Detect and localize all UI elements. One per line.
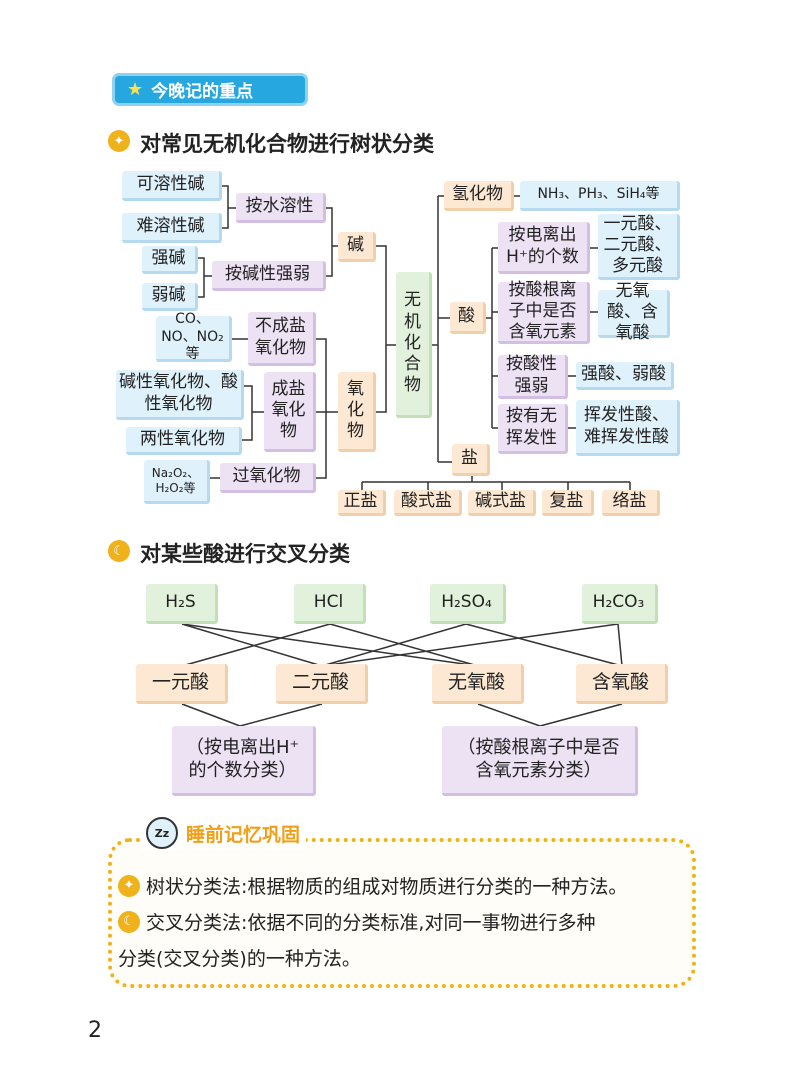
acid-h2so4: H₂SO₄ (430, 584, 506, 624)
peroxide-box: 过氧化物 (220, 463, 316, 493)
salt-type-normal: 正盐 (338, 490, 386, 516)
insoluble-base-box: 难溶性碱 (122, 213, 222, 243)
base-box: 碱 (338, 232, 376, 262)
hydride-example: NH₃、PH₃、SiH₄等 (520, 181, 680, 211)
peroxide-example: Na₂O₂、H₂O₂等 (144, 460, 210, 504)
moon-icon: ☾ (118, 910, 140, 933)
stars-icon: ✦ (108, 130, 130, 152)
non-salt-oxide-example: CO、NO、NO₂等 (156, 311, 232, 362)
memo-title: Zz 睡前记忆巩固 (140, 816, 307, 850)
by-h-ion-box: 按电离出H⁺的个数 (498, 222, 590, 274)
memo-line-3: 分类(交叉分类)的一种方法。 (118, 944, 361, 971)
acid-h2s: H₂S (146, 584, 218, 624)
section-banner: ★ 今晚记的重点 (112, 73, 308, 106)
by-acid-strength-box: 按酸性强弱 (498, 354, 568, 399)
soluble-base-box: 可溶性碱 (122, 171, 222, 201)
oxide-box: 氧化物 (338, 372, 376, 452)
stars-icon: ✦ (118, 874, 140, 897)
salt-type-double: 复盐 (542, 490, 594, 516)
memo-line-3-text: 分类(交叉分类)的一种方法。 (118, 948, 361, 970)
class-monoprotic: 一元酸 (136, 664, 228, 704)
volatility-box: 挥发性酸、难挥发性酸 (576, 400, 680, 456)
weak-base-box: 弱碱 (142, 283, 198, 311)
acid-box: 酸 (450, 302, 486, 334)
sleep-icon: Zz (146, 817, 178, 849)
salt-type-complex: 络盐 (602, 490, 660, 516)
memo-line-2: ☾ 交叉分类法:依据不同的分类标准,对同一事物进行多种 (118, 908, 595, 935)
memo-box (108, 838, 696, 988)
hydride-box: 氢化物 (444, 181, 514, 211)
basic-acidic-oxide-box: 碱性氧化物、酸性氧化物 (116, 370, 244, 420)
acid-basicity-box: 一元酸、二元酸、多元酸 (598, 214, 680, 280)
root-inorganic-compound: 无机化合物 (396, 272, 432, 418)
class-diprotic: 二元酸 (276, 664, 368, 704)
strong-base-box: 强碱 (142, 246, 198, 274)
section1-heading: 对常见无机化合物进行树状分类 (140, 132, 434, 156)
salt-type-basic: 碱式盐 (468, 490, 536, 516)
memo-line-1: ✦ 树状分类法:根据物质的组成对物质进行分类的一种方法。 (118, 872, 627, 899)
page-number: 2 (88, 1018, 102, 1043)
non-salt-oxide-box: 不成盐氧化物 (248, 312, 316, 366)
criterion-oxygen: （按酸根离子中是否含氧元素分类） (442, 726, 638, 796)
by-volatility-box: 按有无挥发性 (498, 404, 568, 454)
acid-hcl: HCl (294, 584, 366, 624)
by-base-strength-box: 按碱性强弱 (212, 261, 326, 291)
memo-line-2-text: 交叉分类法:依据不同的分类标准,对同一事物进行多种 (146, 912, 596, 934)
amphoteric-oxide-box: 两性氧化物 (126, 427, 242, 455)
salt-forming-oxide-box: 成盐氧化物 (264, 372, 316, 452)
acid-h2co3: H₂CO₃ (582, 584, 658, 624)
star-icon: ★ (127, 79, 144, 100)
memo-line-1-text: 树状分类法:根据物质的组成对物质进行分类的一种方法。 (146, 876, 628, 898)
criterion-h-ion: （按电离出H⁺的个数分类） (172, 726, 316, 796)
section2-heading: 对某些酸进行交叉分类 (140, 542, 350, 566)
by-solubility-box: 按水溶性 (236, 193, 326, 223)
salt-box: 盐 (452, 444, 490, 476)
acid-strength-box: 强酸、弱酸 (576, 362, 674, 390)
salt-type-acid: 酸式盐 (394, 490, 462, 516)
class-oxygen-free: 无氧酸 (432, 664, 524, 704)
banner-label: 今晚记的重点 (151, 82, 254, 102)
memo-title-text: 睡前记忆巩固 (186, 823, 301, 846)
class-oxyacid: 含氧酸 (576, 664, 668, 704)
moon-icon: ☾ (108, 540, 130, 562)
by-oxygen-box: 按酸根离子中是否含氧元素 (498, 280, 590, 344)
